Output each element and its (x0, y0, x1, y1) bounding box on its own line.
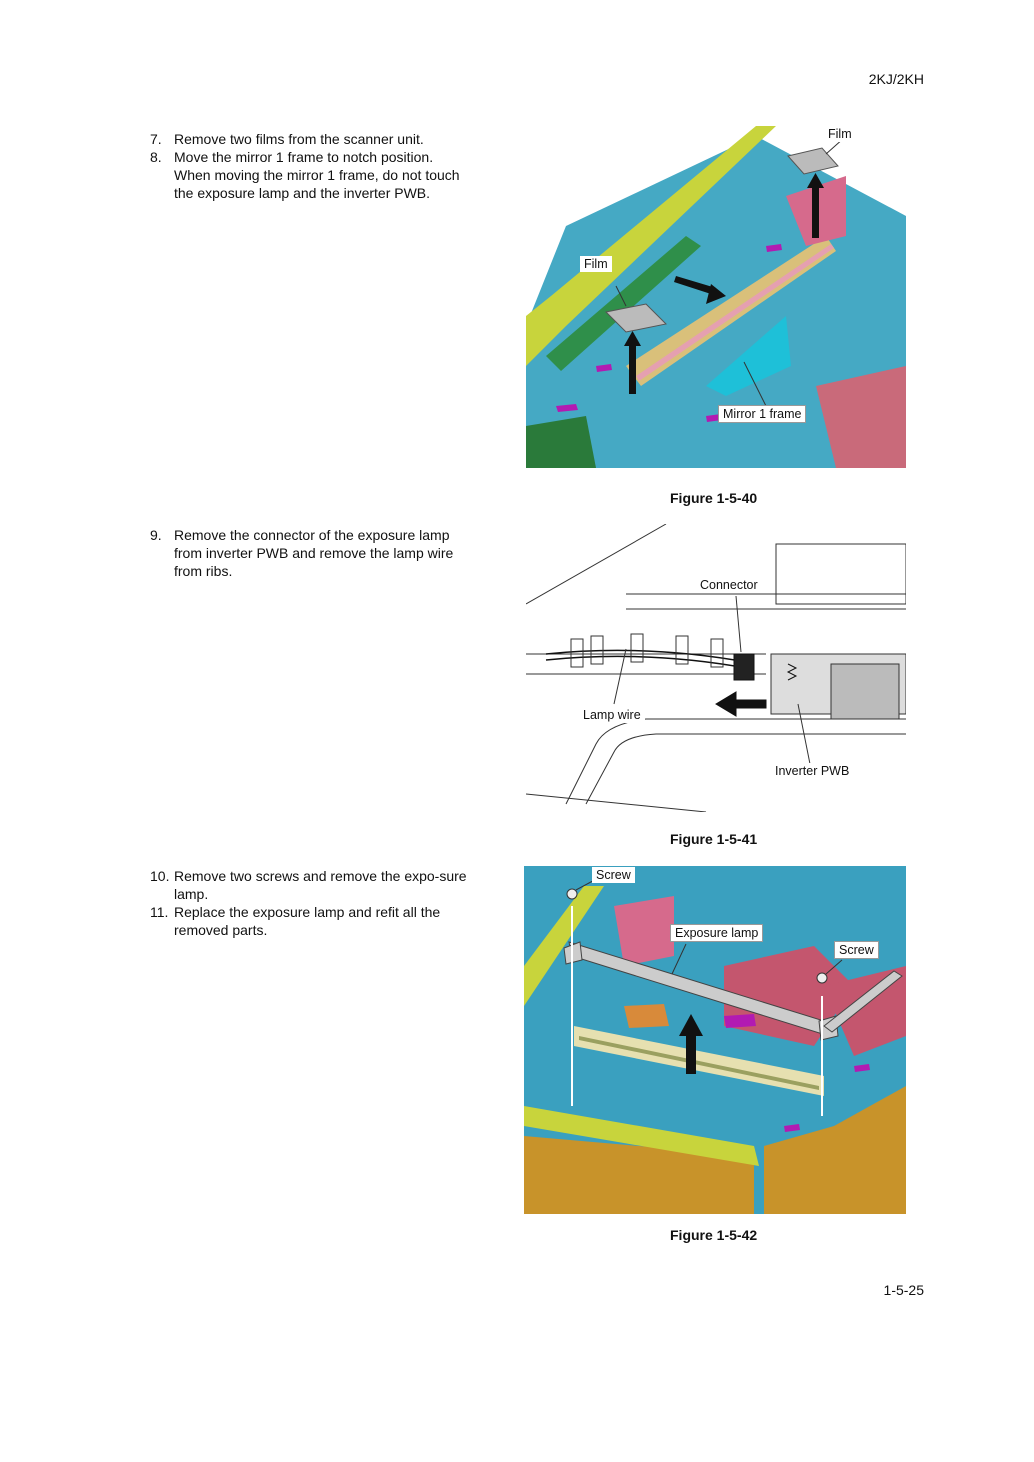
step-text: Remove two screws and remove the expo-su… (174, 868, 467, 902)
page-number: 1-5-25 (883, 1282, 924, 1298)
label-film-left: Film (580, 256, 612, 272)
step-item: 10.Remove two screws and remove the expo… (150, 867, 470, 903)
label-screw-right: Screw (834, 941, 879, 959)
step-number: 10. (150, 868, 170, 884)
document-model-code: 2KJ/2KH (868, 71, 924, 87)
figure-caption: Figure 1-5-42 (670, 1227, 758, 1243)
step-number: 11. (150, 904, 169, 920)
instruction-steps-10-11: 10.Remove two screws and remove the expo… (150, 867, 470, 939)
step-number: 8. (150, 149, 162, 165)
step-text: Remove the connector of the exposure lam… (174, 527, 454, 579)
label-film-top: Film (824, 126, 856, 142)
step-item: 8. Move the mirror 1 frame to notch posit… (150, 148, 470, 202)
label-screw-left: Screw (592, 867, 635, 883)
figure-1-5-42-illustration (524, 866, 906, 1214)
figure-caption: Figure 1-5-40 (670, 490, 758, 506)
step-number: 7. (150, 131, 162, 147)
figure-caption: Figure 1-5-41 (670, 831, 758, 847)
label-connector: Connector (696, 577, 762, 593)
step-text: Remove two films from the scanner unit. (174, 131, 424, 147)
label-inverter-pwb: Inverter PWB (771, 763, 854, 779)
instruction-step-9: 9. Remove the connector of the exposure l… (150, 526, 470, 580)
step-number: 9. (150, 527, 162, 543)
step-text: Move the mirror 1 frame to notch positio… (174, 149, 460, 201)
label-lamp-wire: Lamp wire (579, 707, 645, 723)
figure-1-5-41-illustration (526, 524, 906, 812)
instruction-steps-7-8: 7. Remove two films from the scanner unit… (150, 130, 470, 202)
label-exposure-lamp: Exposure lamp (670, 924, 764, 942)
step-item: 7. Remove two films from the scanner unit… (150, 130, 470, 148)
step-item: 11. Replace the exposure lamp and refit a… (150, 903, 470, 939)
step-item: 9. Remove the connector of the exposure l… (150, 526, 470, 580)
label-mirror-1-frame: Mirror 1 frame (718, 405, 807, 423)
figure-1-5-40-illustration (526, 126, 906, 468)
step-text: Replace the exposure lamp and refit all … (174, 904, 441, 938)
